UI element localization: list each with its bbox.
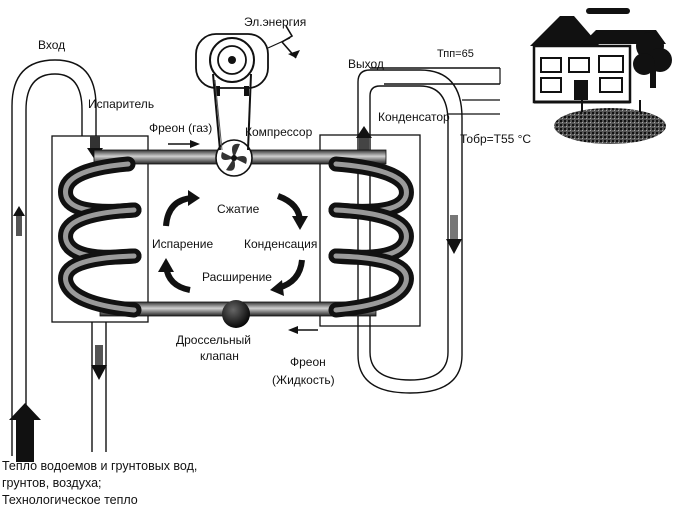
evaporator-label: Испаритель (88, 97, 155, 111)
heat-source-label-line3: Технологическое тепло (2, 493, 138, 507)
throttle-valve-icon (222, 300, 250, 328)
freon-liquid-label-line2: (Жидкость) (272, 373, 335, 387)
gas-flow-arrow-icon (168, 140, 200, 148)
heat-input-arrow-icon (9, 403, 41, 462)
t-return-label: Тобр=Т55 °С (460, 132, 532, 146)
condensation-label: Конденсация (244, 237, 318, 251)
freon-liquid-label-line1: Фреон (290, 355, 326, 369)
source-up-arrow-icon (13, 206, 25, 236)
motor-icon (195, 33, 269, 96)
source-out-down-arrow-icon (91, 345, 107, 380)
source-loop-inner (25, 73, 83, 456)
compressor-label: Компрессор (245, 125, 313, 139)
heat-source-label-line1: Тепло водоемов и грунтовых вод, (2, 459, 198, 473)
house-icon (530, 8, 666, 104)
expansion-label: Расширение (202, 270, 272, 284)
input-label: Вход (38, 38, 66, 52)
source-loop-outer (11, 59, 97, 456)
electricity-lead (267, 37, 291, 49)
return-down-arrow-icon (446, 215, 462, 254)
condenser-label: Конденсатор (378, 110, 450, 124)
output-loop-inner (369, 85, 449, 381)
condenser-coil (328, 156, 414, 318)
throttle-valve-label-line2: клапан (200, 349, 239, 363)
compression-label: Сжатие (217, 202, 260, 216)
ground-patch (554, 108, 666, 144)
belt-left (212, 73, 221, 151)
evaporator-coil (58, 156, 142, 318)
belt-left-inner (214, 79, 223, 151)
t-supply-label: Тпп=65 (437, 48, 474, 60)
cycle-condensation-arrow-icon (270, 259, 305, 296)
heat-source-label-line2: грунтов, воздуха; (2, 476, 102, 490)
cycle-compression-arrow-icon (276, 193, 308, 230)
electricity-label: Эл.энергия (244, 15, 307, 29)
freon-gas-label: Фреон (газ) (149, 121, 213, 135)
evaporation-label: Испарение (152, 237, 214, 251)
throttle-valve-label-line1: Дроссельный (176, 333, 251, 347)
liquid-flow-arrow-icon (288, 326, 318, 334)
output-label: Выход (348, 57, 384, 71)
tree-icon (633, 32, 672, 88)
cycle-evaporation-arrow-icon (163, 190, 200, 227)
cycle-expansion-arrow-icon (158, 258, 191, 293)
compressor-icon (215, 139, 253, 177)
output-loop-outer (357, 69, 463, 394)
belt-right (247, 73, 252, 151)
condenser-up-arrow-icon (356, 126, 372, 150)
